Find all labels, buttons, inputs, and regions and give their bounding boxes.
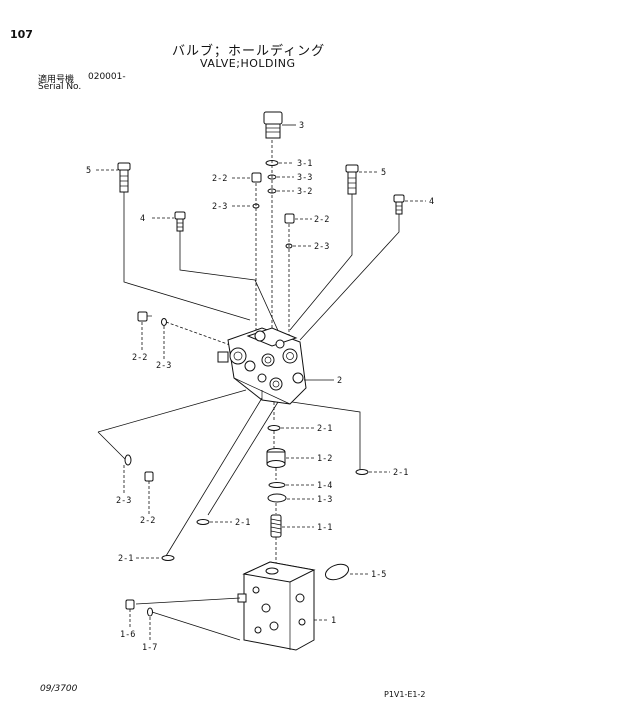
part-2-3-low-ring [124,454,132,466]
callout-2-2-left: 2-2 [132,353,147,363]
callout-3: 3 [299,121,304,131]
callout-5-left: 5 [86,166,91,176]
title-japanese: バルブ；ホールディング [172,44,326,59]
title-english: VALVE;HOLDING [200,57,296,70]
part-1-2-spool [266,448,314,468]
footer-date: 09/3700 [40,684,78,694]
part-2-1-ring-b [355,469,369,475]
page-number: 107 [10,28,33,41]
callout-2-3-mid: 2-3 [314,242,329,252]
callout-2-3-top: 2-3 [212,202,227,212]
serial-label-english: Serial No. [38,82,82,92]
part-2-1-ring-c [196,519,210,525]
callout-2-2-mid: 2-2 [314,215,329,225]
part-2-2-left-plug [137,311,152,322]
part-1-4-backup-ring [268,482,286,488]
part-1-housing [237,561,328,651]
callout-2-3-low: 2-3 [116,496,131,506]
part-2-1-ring-d [161,555,175,561]
footer-code: P1V1-E1-2 [384,690,426,699]
part-2-2-mid-plug [284,213,312,224]
callout-2-1-d: 2-1 [118,554,133,564]
callout-2-1-a: 2-1 [317,424,332,434]
callout-1-4: 1-4 [317,481,332,491]
callout-1-2: 1-2 [317,454,332,464]
callout-2: 2 [337,376,342,386]
serial-value: 020001- [88,72,126,82]
callout-3-3: 3-3 [297,173,312,183]
callout-1-7: 1-7 [142,643,157,653]
part-5-bolt-left [96,162,131,193]
callout-1-5: 1-5 [371,570,386,580]
callout-1-3: 1-3 [317,495,332,505]
part-2-1-ring-a [267,425,281,431]
part-3-plug [263,111,296,139]
callout-2-1-b: 2-1 [393,468,408,478]
callout-1: 1 [331,616,336,626]
part-1-3-o-ring [267,493,287,503]
part-1-1-spring [270,514,314,538]
part-4-bolt-left [152,211,186,232]
serial-label: 適用号機 [38,75,75,85]
callout-2-3-left: 2-3 [156,361,171,371]
part-2-3-left-ring [161,318,167,326]
part-1-6-plug [125,599,135,628]
callout-4-right: 4 [429,197,434,207]
callout-3-2: 3-2 [297,187,312,197]
callout-2-2-low: 2-2 [140,516,155,526]
callout-1-6: 1-6 [120,630,135,640]
part-4-bolt-right [393,194,426,215]
callout-2-1-c: 2-1 [235,518,250,528]
part-1-5-large-o-ring [324,563,368,581]
callout-1-1: 1-1 [317,523,332,533]
part-2-2-low-plug [144,471,154,514]
callout-2-2-top: 2-2 [212,174,227,184]
callout-3-1: 3-1 [297,159,312,169]
part-5-bolt-right [345,164,378,195]
part-2-2-top-plug [232,172,262,183]
part-2-valve-body [217,327,334,405]
callout-5-right: 5 [381,168,386,178]
part-1-7-ring [147,607,153,617]
callout-4-left: 4 [140,214,145,224]
